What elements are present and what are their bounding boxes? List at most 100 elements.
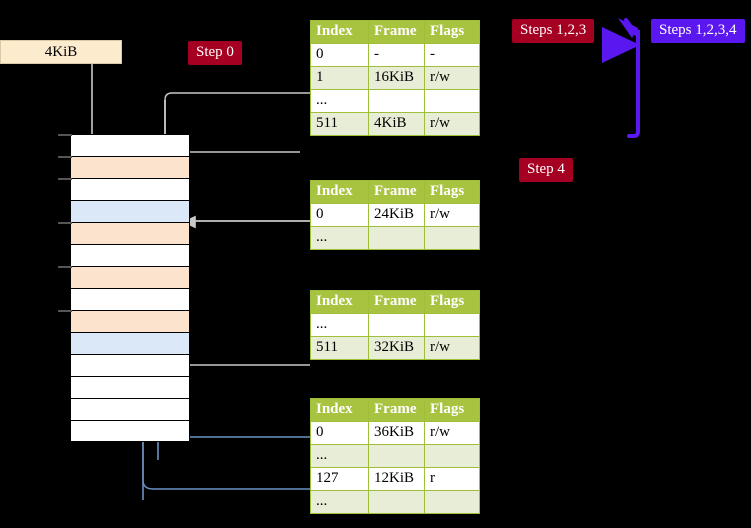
memory-row: [70, 332, 190, 354]
cell-frame: 24KiB: [368, 203, 425, 227]
memory-row: [70, 134, 190, 156]
wire-purple-bracket: [627, 28, 640, 138]
column-header-frame: Frame: [368, 180, 425, 204]
memory-row: [70, 178, 190, 200]
cell-frame: 4KiB: [368, 112, 425, 136]
table-row[interactable]: 0 36KiB r/w: [310, 421, 480, 445]
memory-row: [70, 200, 190, 222]
memory-tick: [58, 134, 72, 136]
memory-row: [70, 376, 190, 398]
memory-row: [70, 244, 190, 266]
memory-row: [70, 222, 190, 244]
column-header-frame: Frame: [368, 398, 425, 422]
memory-row: [70, 288, 190, 310]
badge-steps-1234-label: Steps 1,2,3,4: [659, 22, 737, 38]
cell-index: 1: [310, 66, 369, 90]
cell-flags: [424, 490, 480, 514]
badge-step-0: Step 0: [188, 41, 242, 65]
cell-index: 511: [310, 336, 369, 360]
cell-flags: [424, 444, 480, 468]
cell-index: ...: [310, 490, 369, 514]
purple-arrowhead: [618, 18, 638, 38]
badge-step-4-label: Step 4: [527, 161, 565, 177]
table-row[interactable]: ...: [310, 89, 480, 113]
cell-index: 0: [310, 203, 369, 227]
cell-frame: 32KiB: [368, 336, 425, 360]
badge-step-4: Step 4: [519, 158, 573, 182]
column-header-flags: Flags: [424, 398, 480, 422]
table-row[interactable]: ...: [310, 226, 480, 250]
badge-steps-123: Steps 1,2,3: [512, 19, 595, 43]
cell-flags: r/w: [424, 336, 480, 360]
page-table-level-4: Index Frame Flags 0 36KiB r/w ... 127 12…: [310, 398, 480, 514]
table-row[interactable]: 1 16KiB r/w: [310, 66, 480, 90]
cell-flags: r/w: [424, 203, 480, 227]
memory-row: [70, 398, 190, 420]
column-header-frame: Frame: [368, 290, 425, 314]
cell-frame: [368, 313, 425, 337]
column-header-flags: Flags: [424, 20, 480, 44]
cell-frame: [368, 490, 425, 514]
cell-index: 511: [310, 112, 369, 136]
cell-frame: 16KiB: [368, 66, 425, 90]
memory-row: [70, 310, 190, 332]
cell-index: ...: [310, 89, 369, 113]
cell-frame: -: [368, 43, 425, 67]
cell-flags: r/w: [424, 112, 480, 136]
memory-tick: [58, 156, 72, 158]
table-row[interactable]: 0 - -: [310, 43, 480, 67]
cell-index: ...: [310, 313, 369, 337]
page-table-level-1: Index Frame Flags 0 - - 1 16KiB r/w ...: [310, 20, 480, 136]
page-table-level-3: Index Frame Flags ... 511 32KiB r/w: [310, 290, 480, 360]
table-header-row: Index Frame Flags: [310, 290, 480, 314]
size-box-4kib: 4KiB: [0, 40, 122, 64]
cell-flags: r: [424, 467, 480, 491]
cell-flags: [424, 313, 480, 337]
cell-index: ...: [310, 444, 369, 468]
cell-flags: [424, 226, 480, 250]
cell-frame: [368, 444, 425, 468]
wire-table4-row127: [142, 440, 310, 490]
column-header-frame: Frame: [368, 20, 425, 44]
column-header-flags: Flags: [424, 290, 480, 314]
memory-tick: [58, 310, 72, 312]
page-table-level-2: Index Frame Flags 0 24KiB r/w ...: [310, 180, 480, 250]
cell-flags: -: [424, 43, 480, 67]
memory-row: [70, 354, 190, 376]
memory-row: [70, 266, 190, 288]
cell-flags: r/w: [424, 66, 480, 90]
cell-frame: 12KiB: [368, 467, 425, 491]
wire-table3-to-mem: [170, 303, 310, 366]
badge-step-0-label: Step 0: [196, 44, 234, 60]
memory-tick: [58, 222, 72, 224]
table-header-row: Index Frame Flags: [310, 398, 480, 422]
wire-mem-to-table2: [175, 145, 310, 222]
table-header-row: Index Frame Flags: [310, 180, 480, 204]
table-row[interactable]: 127 12KiB r: [310, 467, 480, 491]
badge-steps-123-label: Steps 1,2,3: [520, 22, 587, 38]
memory-row: [70, 156, 190, 178]
cell-flags: [424, 89, 480, 113]
cell-flags: r/w: [424, 421, 480, 445]
column-header-index: Index: [310, 20, 369, 44]
table-row[interactable]: 511 4KiB r/w: [310, 112, 480, 136]
column-header-index: Index: [310, 290, 369, 314]
cell-frame: [368, 226, 425, 250]
memory-tick: [58, 266, 72, 268]
column-header-flags: Flags: [424, 180, 480, 204]
cell-index: 0: [310, 43, 369, 67]
table-row[interactable]: 511 32KiB r/w: [310, 336, 480, 360]
table-row[interactable]: 0 24KiB r/w: [310, 203, 480, 227]
physical-memory-column: [70, 134, 190, 442]
badge-steps-1234: Steps 1,2,3,4: [651, 19, 745, 43]
memory-row: [70, 420, 190, 442]
table-row[interactable]: ...: [310, 444, 480, 468]
table-header-row: Index Frame Flags: [310, 20, 480, 44]
cell-index: 0: [310, 421, 369, 445]
size-box-label: 4KiB: [44, 43, 78, 60]
table-row[interactable]: ...: [310, 490, 480, 514]
table-row[interactable]: ...: [310, 313, 480, 337]
column-header-index: Index: [310, 398, 369, 422]
cell-index: ...: [310, 226, 369, 250]
